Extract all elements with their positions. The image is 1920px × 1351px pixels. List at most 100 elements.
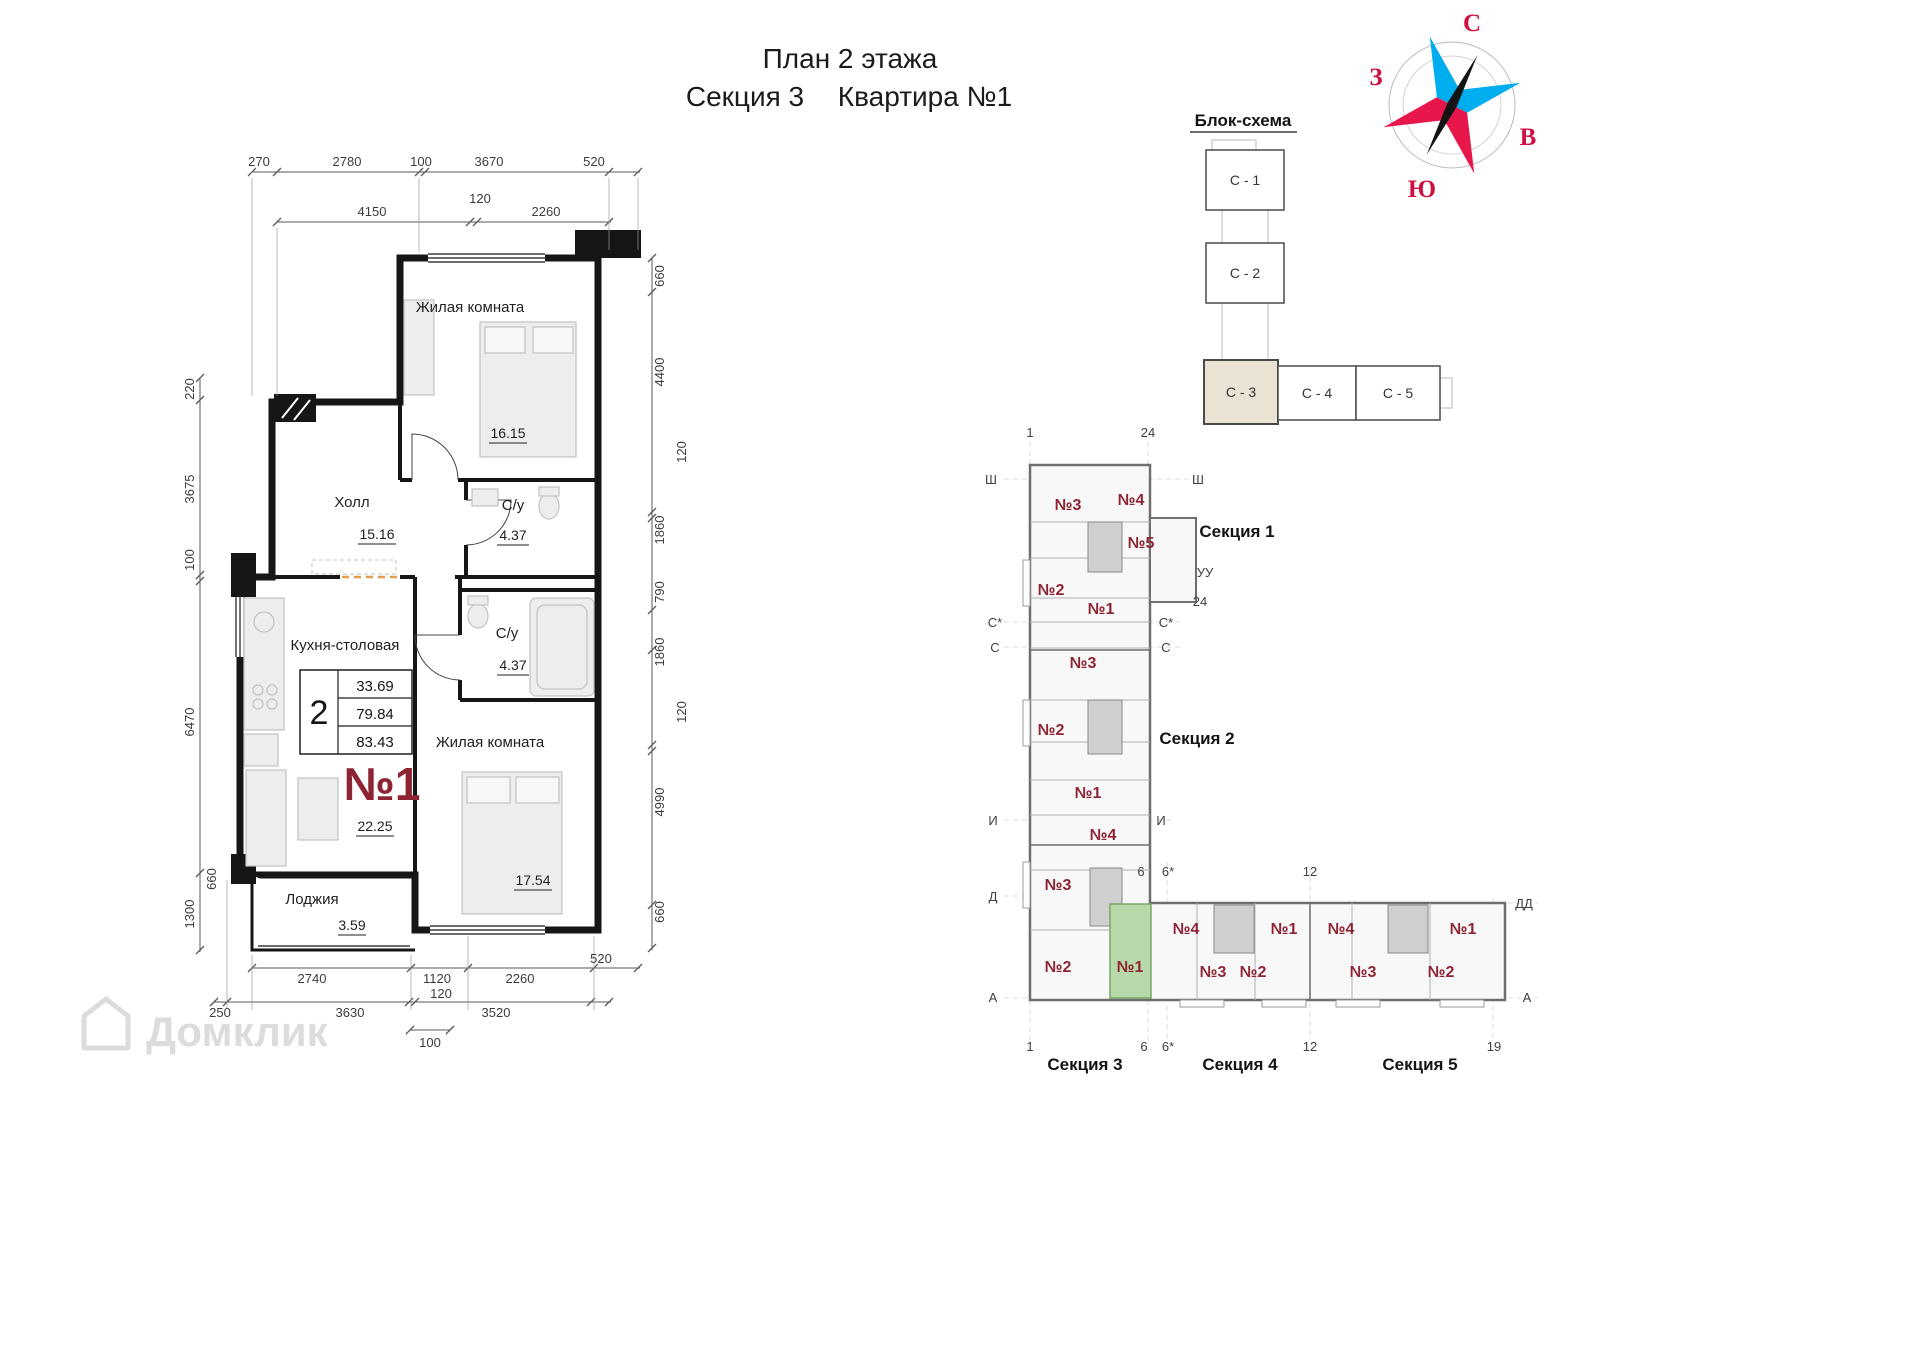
block-scheme-title: Блок-схема <box>1195 111 1292 130</box>
apartment-label: №2 <box>1428 964 1455 981</box>
compass-label-west: З <box>1369 64 1382 91</box>
axis-label: С* <box>988 615 1002 630</box>
dim-label: 120 <box>469 191 491 206</box>
apartment-label: №1 <box>1088 601 1115 618</box>
building-plan: №3 №4 №5 №2 №1 №3 №2 №1 №4 №3 №2 №1 №4 №… <box>985 425 1538 1074</box>
apartment-label: №2 <box>1038 582 1065 599</box>
axis-label: С <box>990 640 999 655</box>
apartment-number-label: №1 <box>344 758 421 810</box>
dim-label: 3630 <box>336 1005 365 1020</box>
axis-label: Д <box>989 889 998 904</box>
apartment-label: №1 <box>1271 921 1298 938</box>
room-area-bedroom2: 17.54 <box>515 872 550 888</box>
room-label-bedroom1: Жилая комната <box>416 299 525 316</box>
living-area: 33.69 <box>356 678 394 695</box>
dim-label: 120 <box>674 701 689 723</box>
dimension-lines <box>199 171 653 1031</box>
apartment-label: №5 <box>1128 535 1155 552</box>
loggia-outline <box>250 875 415 952</box>
building-section-labels: Секция 1 Секция 2 Секция 3 Секция 4 Секц… <box>1047 522 1457 1074</box>
domclick-house-icon <box>81 996 131 1051</box>
compass-label-north: С <box>1463 10 1481 37</box>
axis-label: 1 <box>1026 1039 1033 1054</box>
balconies <box>1022 559 1485 1008</box>
axis-label: 6* <box>1162 1039 1174 1054</box>
apartment-label: №2 <box>1038 722 1065 739</box>
block-c4 <box>1277 365 1357 421</box>
axis-label: 6* <box>1162 864 1174 879</box>
apartment-label: №4 <box>1328 921 1355 938</box>
dim-label: 270 <box>248 154 270 169</box>
apartment-label: №3 <box>1070 655 1097 672</box>
apartment-label: №3 <box>1350 964 1377 981</box>
dim-label: 1860 <box>652 638 667 667</box>
dim-label: 100 <box>419 1035 441 1050</box>
dim-label: 4400 <box>652 358 667 387</box>
axis-label: ДД <box>1515 896 1533 911</box>
block-scheme: Блок-схема С - 1 С - 2 С - 3 С - 4 С - 5 <box>1190 111 1453 425</box>
axis-label: 24 <box>1141 425 1155 440</box>
dim-label: 1860 <box>652 516 667 545</box>
dim-label: 1120 <box>423 971 451 986</box>
title-apartment: Квартира №1 <box>838 81 1012 112</box>
dim-label: 3670 <box>475 154 504 169</box>
apartment-plan: Жилая комната 16.15 Холл 15.16 С/у 4.37 … <box>231 230 641 952</box>
apartment-label: №3 <box>1200 964 1227 981</box>
axis-label: 6 <box>1137 864 1144 879</box>
dim-label: 4150 <box>358 204 387 219</box>
axis-label: И <box>988 813 997 828</box>
dim-label: 660 <box>204 868 219 890</box>
apartment-label: №4 <box>1173 921 1200 938</box>
section-label-5: Секция 5 <box>1382 1055 1457 1074</box>
apartment-label: №3 <box>1045 877 1072 894</box>
axis-label: А <box>989 990 998 1005</box>
axis-label: УУ <box>1197 565 1214 580</box>
unit-partitions <box>1030 521 1431 1000</box>
room-area-kitchen: 22.25 <box>357 818 392 834</box>
compass-label-south: Ю <box>1408 176 1436 203</box>
dim-label: 250 <box>209 1005 231 1020</box>
extension-lines <box>226 178 639 1010</box>
doors <box>411 433 512 681</box>
dim-label: 660 <box>652 901 667 923</box>
section-label-4: Секция 4 <box>1202 1055 1278 1074</box>
block-c1 <box>1205 149 1285 211</box>
apartment-label: №4 <box>1118 492 1145 509</box>
block-c5 <box>1355 365 1441 421</box>
hall-wardrobe-dashed <box>311 559 397 575</box>
dim-label: 4990 <box>652 788 667 817</box>
dim-label: 220 <box>182 378 197 400</box>
apartment-label: №1 <box>1450 921 1477 938</box>
dim-label: 100 <box>182 549 197 571</box>
axis-label: 19 <box>1487 1039 1501 1054</box>
room-area-bedroom1: 16.15 <box>490 425 525 441</box>
dim-label: 790 <box>652 581 667 603</box>
total-area: 83.43 <box>356 734 394 751</box>
compass-label-east: В <box>1520 124 1537 151</box>
axis-label: Ш <box>1192 472 1204 487</box>
section-dividers <box>1030 649 1311 1000</box>
building-section1-annex <box>1149 517 1197 603</box>
room-label-hall: Холл <box>334 494 369 511</box>
room-label-kitchen: Кухня-столовая <box>291 637 400 654</box>
room-label-loggia: Лоджия <box>285 891 338 908</box>
title-floor: План 2 этажа <box>763 43 938 74</box>
room-area-bath1: 4.37 <box>499 527 526 543</box>
structural-columns <box>231 230 641 884</box>
watermark: Домклик <box>81 996 329 1055</box>
dim-label: 120 <box>430 986 452 1001</box>
block-c1-label: С - 1 <box>1230 172 1261 188</box>
block-c4-label: С - 4 <box>1302 385 1333 401</box>
axis-label: А <box>1523 990 1532 1005</box>
dim-label: 3520 <box>482 1005 511 1020</box>
dim-label: 2780 <box>333 154 362 169</box>
dim-label: 120 <box>674 441 689 463</box>
watermark-text: Домклик <box>146 1008 329 1055</box>
axis-label: 1 <box>1026 425 1033 440</box>
apartment-label: №1 <box>1075 785 1102 802</box>
room-area-loggia: 3.59 <box>338 917 365 933</box>
room-area-bath2: 4.37 <box>499 657 526 673</box>
dim-label: 2260 <box>506 971 535 986</box>
